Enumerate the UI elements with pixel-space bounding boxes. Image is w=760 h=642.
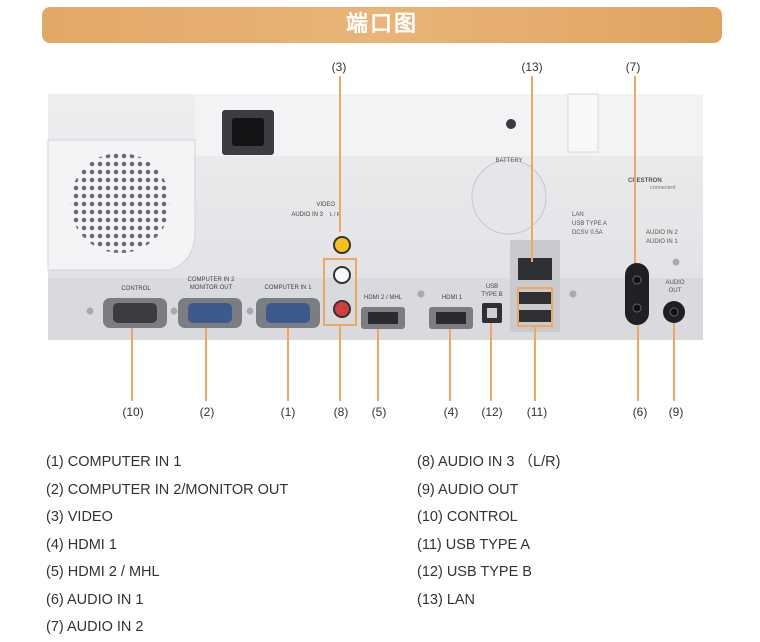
speaker-grille bbox=[70, 153, 170, 253]
callout-2: (2) bbox=[200, 405, 215, 419]
computer-in-1-label: COMPUTER IN 1 bbox=[264, 285, 312, 291]
lan-port bbox=[518, 258, 552, 280]
usb-type-a-label: USB TYPE A bbox=[572, 221, 607, 227]
screw bbox=[672, 258, 680, 266]
screw bbox=[569, 290, 577, 298]
usb-type-a-port-2 bbox=[518, 310, 552, 322]
legend-item: (13) LAN bbox=[417, 591, 476, 608]
hdmi2-label: HDMI 2 / MHL bbox=[364, 295, 403, 301]
screw bbox=[246, 307, 254, 315]
dcsv-label: DCSV 0.5A bbox=[572, 230, 603, 236]
page-title: 端口图 bbox=[345, 12, 418, 37]
legend-item: (6) AUDIO IN 1 bbox=[46, 591, 144, 608]
audio-in-3-label: AUDIO IN 3 bbox=[291, 212, 323, 218]
screw-hole bbox=[506, 119, 516, 129]
screw bbox=[170, 307, 178, 315]
out-label: OUT bbox=[669, 288, 682, 294]
monitor-out-label: MONITOR OUT bbox=[190, 285, 233, 291]
computer-in-2-label: COMPUTER IN 2 bbox=[187, 277, 235, 283]
control-port-socket bbox=[113, 303, 157, 323]
audio-in-1-label: AUDIO IN 1 bbox=[646, 239, 678, 245]
legend-item: (7) AUDIO IN 2 bbox=[46, 619, 144, 635]
callout-12: (12) bbox=[481, 405, 502, 419]
audio-in-3-left-jack bbox=[333, 266, 351, 284]
usb-type-b-socket bbox=[487, 308, 497, 318]
audio-in-1-jack bbox=[632, 303, 642, 313]
lr-label: L / R bbox=[330, 212, 341, 218]
power-inlet-socket bbox=[232, 118, 264, 146]
legend-item: (5) HDMI 2 / MHL bbox=[46, 564, 160, 580]
audio-in-2-jack bbox=[632, 275, 642, 285]
audio-in-module bbox=[625, 263, 649, 325]
lan-label: LAN bbox=[572, 212, 584, 218]
crestron-logo: CRESTRON bbox=[628, 178, 662, 184]
screw bbox=[417, 290, 425, 298]
legend-item: (3) VIDEO bbox=[46, 509, 113, 525]
legend-item: (11) USB TYPE A bbox=[417, 536, 531, 553]
usb-label: USB bbox=[486, 284, 498, 290]
callout-1: (1) bbox=[281, 405, 296, 419]
callout-6: (6) bbox=[633, 405, 648, 419]
legend-right: (8) AUDIO IN 3 （L/R) (9) AUDIO OUT (10) … bbox=[417, 449, 560, 614]
video-label: VIDEO bbox=[316, 202, 335, 208]
battery-label: BATTERY bbox=[495, 158, 522, 164]
callout-9: (9) bbox=[669, 405, 684, 419]
audio-in-2-label: AUDIO IN 2 bbox=[646, 230, 678, 236]
legend-left: (1) COMPUTER IN 1 (2) COMPUTER IN 2/MONI… bbox=[46, 449, 288, 642]
audio-out-hole bbox=[669, 307, 679, 317]
hdmi1-socket bbox=[436, 312, 466, 324]
callout-3: (3) bbox=[332, 60, 347, 74]
callout-8: (8) bbox=[334, 405, 349, 419]
usb-type-a-port bbox=[518, 292, 552, 304]
callout-lines bbox=[131, 76, 675, 401]
legend-item: (9) AUDIO OUT bbox=[417, 481, 519, 498]
lens-release bbox=[567, 93, 599, 153]
legend-item: (8) AUDIO IN 3 （L/R) bbox=[417, 454, 561, 470]
hdmi1-label: HDMI 1 bbox=[442, 295, 463, 301]
screw bbox=[86, 307, 94, 315]
type-b-label: TYPE B bbox=[481, 292, 502, 298]
audio-in-3-right-jack bbox=[333, 300, 351, 318]
legend-item: (4) HDMI 1 bbox=[46, 536, 117, 553]
control-label: CONTROL bbox=[121, 286, 151, 292]
video-jack bbox=[333, 236, 351, 254]
callout-5: (5) bbox=[372, 405, 387, 419]
audio-label: AUDIO bbox=[665, 280, 684, 286]
computer-in-1-socket bbox=[266, 303, 310, 323]
crestron-connected: connected bbox=[650, 185, 675, 191]
title-banner: 端口图 bbox=[42, 7, 722, 43]
legend-item: (12) USB TYPE B bbox=[417, 564, 532, 580]
callout-7: (7) bbox=[626, 60, 641, 74]
callout-4: (4) bbox=[444, 405, 459, 419]
legend-item: (2) COMPUTER IN 2/MONITOR OUT bbox=[46, 481, 289, 498]
computer-in-2-socket bbox=[188, 303, 232, 323]
battery-cover bbox=[471, 159, 547, 235]
hdmi2-socket bbox=[368, 312, 398, 324]
legend-item: (1) COMPUTER IN 1 bbox=[46, 454, 182, 470]
callout-13: (13) bbox=[521, 60, 542, 74]
callout-11: (11) bbox=[527, 405, 547, 419]
legend-item: (10) CONTROL bbox=[417, 509, 518, 525]
callout-10: (10) bbox=[122, 405, 143, 419]
port-diagram: BATTERY CRESTRON connected LAN USB TYPE … bbox=[47, 60, 703, 419]
upper-housing bbox=[195, 94, 703, 156]
